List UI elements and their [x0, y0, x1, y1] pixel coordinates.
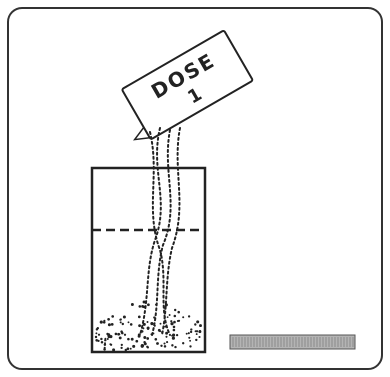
powder-stream-icon — [140, 128, 180, 335]
sachet-icon: DOSE 1 — [110, 30, 253, 146]
scale-bar-icon — [230, 335, 355, 349]
powder-pile — [95, 300, 202, 351]
